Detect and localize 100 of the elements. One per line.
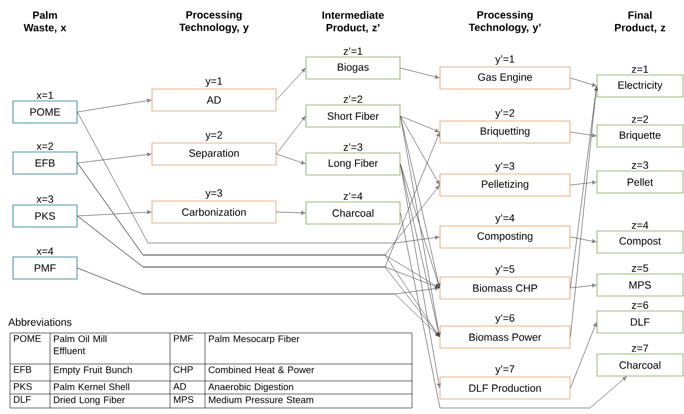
- product-box: Charcoal: [306, 202, 400, 224]
- column-header: Final Product, z: [615, 11, 666, 33]
- arrow: [77, 268, 440, 337]
- arrow: [276, 116, 306, 154]
- column-header: Processing Technology, y’: [468, 10, 541, 34]
- product-box: Compost: [596, 230, 684, 254]
- arrow: [570, 86, 598, 338]
- table-cell: Dried Long Fiber: [54, 396, 125, 406]
- index-label: y=1: [205, 77, 222, 87]
- column-header: Intermediate Product, z’: [322, 11, 384, 33]
- table-cell: Medium Pressure Steam: [209, 396, 314, 404]
- waste-box: POME: [12, 100, 78, 124]
- index-label: z=6: [632, 301, 648, 309]
- waste-box: PMF: [12, 256, 78, 280]
- table-cell: POME: [14, 335, 41, 342]
- table-cell: Palm Mesocarp Fiber: [209, 335, 300, 344]
- index-label: y’=3: [495, 162, 514, 172]
- process-box: DLF Production: [440, 376, 570, 400]
- index-label: x=4: [36, 248, 54, 255]
- column-header: Palm Waste, x: [24, 11, 66, 33]
- arrow: [77, 210, 152, 216]
- arrow: [77, 112, 440, 244]
- index-label: z=4: [632, 222, 648, 229]
- index-label: z’=4: [344, 192, 362, 200]
- index-label: z=3: [632, 161, 648, 169]
- arrow: [276, 154, 306, 164]
- index-label: y’=2: [495, 109, 514, 119]
- table-title: Abbreviations: [8, 318, 72, 326]
- table-cell: PKS: [14, 383, 32, 390]
- table-cell: AD: [173, 383, 186, 390]
- arrow: [276, 211, 306, 215]
- arrow: [276, 68, 306, 100]
- arrow: [400, 116, 440, 132]
- table-cell: DLF: [14, 396, 31, 403]
- arrow: [570, 78, 596, 86]
- arrow: [400, 116, 440, 288]
- arrow: [400, 164, 441, 388]
- arrow: [570, 284, 596, 288]
- index-label: y’=4: [495, 214, 514, 224]
- index-label: y’=5: [495, 265, 514, 275]
- arrow: [570, 132, 596, 138]
- process-box: Biomass Power: [440, 326, 570, 348]
- index-label: z’=3: [344, 143, 362, 151]
- process-box: Pelletizing: [440, 174, 570, 196]
- arrow: [400, 116, 440, 185]
- index-label: z=5: [632, 264, 648, 272]
- product-box: Biogas: [306, 56, 400, 80]
- arrow: [77, 162, 440, 337]
- product-box: MPS: [596, 274, 684, 296]
- arrow: [570, 322, 597, 388]
- index-label: y=2: [205, 131, 222, 141]
- arrow: [400, 212, 626, 408]
- index-label: z=2: [632, 115, 648, 123]
- table-cell: Empty Fruit Bunch: [54, 366, 132, 376]
- process-box: Separation: [152, 142, 276, 166]
- arrow: [77, 99, 152, 112]
- table-cell: MPS: [174, 396, 194, 403]
- arrow: [400, 68, 440, 79]
- index-label: x=2: [36, 142, 54, 150]
- process-box: Briquetting: [440, 120, 570, 144]
- index-label: y=3: [205, 189, 222, 199]
- column-header: Processing Technology, y: [179, 10, 249, 34]
- arrow: [77, 152, 152, 164]
- process-box: Carbonization: [152, 200, 276, 224]
- index-label: y’=7: [495, 365, 514, 375]
- arrow: [400, 164, 440, 337]
- index-label: x=3: [36, 195, 54, 203]
- table-cell: Palm Oil Mill Effluent: [54, 335, 106, 354]
- arrow: [77, 216, 440, 337]
- waste-box: PKS: [12, 204, 78, 228]
- index-label: y’=6: [495, 314, 514, 324]
- product-box: Long Fiber: [306, 152, 400, 176]
- process-box: Gas Engine: [440, 66, 570, 90]
- arrow: [570, 180, 596, 186]
- table-cell: EFB: [14, 366, 32, 373]
- table-cell: CHP: [174, 366, 193, 373]
- product-box: Pellet: [596, 170, 684, 194]
- index-label: x=1: [36, 92, 54, 99]
- process-box: Composting: [440, 226, 570, 248]
- index-label: z’=1: [344, 48, 362, 55]
- table-cell: PMF: [174, 335, 193, 342]
- arrow: [400, 116, 441, 337]
- index-label: z=7: [632, 344, 648, 352]
- product-box: Short Fiber: [306, 104, 400, 128]
- table-cell: Anaerobic Digestion: [208, 383, 294, 392]
- arrow: [570, 236, 596, 243]
- product-box: DLF: [596, 310, 684, 334]
- arrow: [400, 164, 440, 288]
- process-box: AD: [152, 88, 276, 112]
- table-cell: Combined Heat & Power: [208, 366, 314, 374]
- index-label: y’=1: [495, 55, 514, 65]
- arrow: [570, 86, 598, 288]
- process-box: Biomass CHP: [440, 276, 570, 300]
- product-box: Charcoal: [596, 354, 684, 376]
- product-box: Electricity: [596, 74, 684, 98]
- table-cell: Palm Kernel Shell: [54, 383, 130, 390]
- product-box: Briquette: [596, 124, 684, 148]
- index-label: z=1: [632, 66, 648, 73]
- waste-box: EFB: [12, 152, 78, 174]
- index-label: z’=2: [344, 95, 362, 103]
